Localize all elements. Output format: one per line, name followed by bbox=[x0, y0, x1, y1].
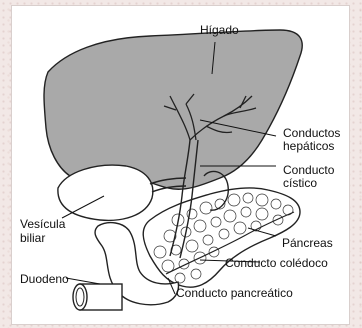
label-pancreas: Páncreas bbox=[282, 237, 333, 250]
label-hepatic-ducts-line2: hepáticos bbox=[283, 140, 334, 153]
duodenum-opening bbox=[73, 284, 122, 310]
label-pancreatic-duct: Conducto pancreático bbox=[176, 287, 293, 300]
label-liver: Hígado bbox=[200, 24, 239, 37]
pancreas-shape bbox=[143, 188, 300, 287]
label-cystic-duct-line2: cístico bbox=[283, 177, 317, 190]
label-gallbladder-line1: Vesícula bbox=[20, 218, 65, 231]
label-common-bile-duct: Conducto colédoco bbox=[225, 257, 328, 270]
label-duodenum: Duodeno bbox=[20, 273, 69, 286]
label-gallbladder-line2: biliar bbox=[20, 232, 45, 245]
